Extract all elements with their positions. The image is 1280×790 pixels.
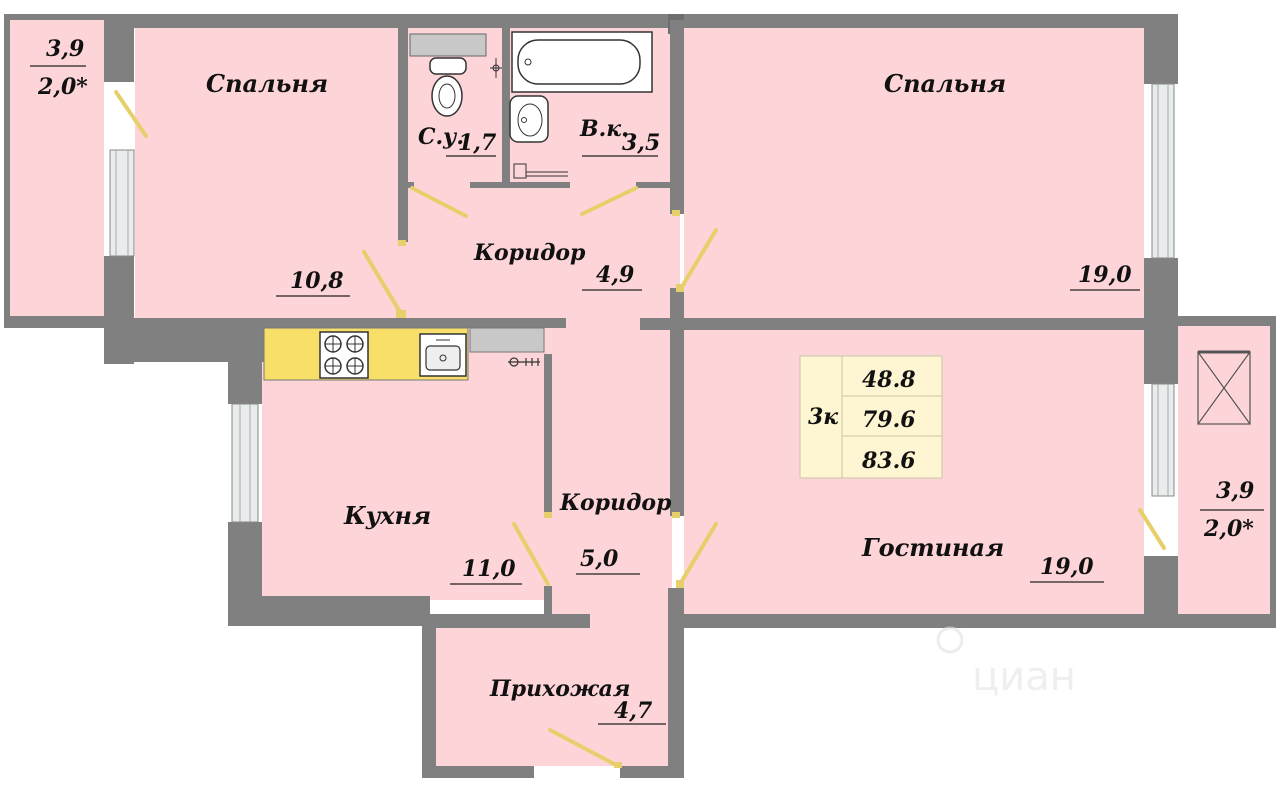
balcony-right-reduced: 2,0*: [1203, 516, 1254, 542]
wall-hallway-top: [430, 614, 590, 628]
wall-left-upper: [104, 14, 134, 82]
kitchen-counter: [263, 327, 545, 381]
door-icon: [1138, 508, 1166, 550]
bedroom-right-name: Спальня: [884, 69, 1006, 98]
window-icon: [1151, 383, 1175, 497]
living-area-value: 48.8: [862, 367, 916, 393]
kitchen-area: 11,0: [462, 556, 516, 582]
door-icon: [512, 522, 550, 586]
sanitary-fixtures: [409, 31, 653, 179]
wall-toilet-bath: [502, 28, 510, 188]
wall-kitchen-stub: [544, 586, 552, 614]
wall-bath-bottom: [636, 182, 676, 188]
corridor-top-area: 4,9: [596, 262, 634, 288]
area-summary-table: 3к 48.8 79.6 83.6: [799, 355, 943, 479]
bedroom-left-area: 10,8: [290, 268, 344, 294]
bedroom-left-name: Спальня: [206, 69, 328, 98]
hallway-fill: [436, 628, 676, 766]
window-icon: [109, 149, 135, 257]
wall-living-bottom: [684, 614, 1274, 628]
wall-top-left: [104, 14, 670, 28]
wall-toilet-bottom-left: [398, 182, 414, 188]
door-icon: [580, 186, 638, 216]
hallway-area: 4,7: [614, 698, 653, 724]
apartment-type: 3к: [808, 404, 838, 430]
shower-icon: [513, 163, 568, 179]
balcony-right-area: 3,9: [1216, 478, 1254, 504]
windows: [109, 83, 1175, 523]
total-area-value: 79.6: [862, 407, 916, 433]
walls: [4, 14, 1276, 778]
wall-toilet-left: [398, 28, 408, 242]
corridor-mid-fill: [552, 318, 672, 630]
balcony-left-top: [4, 14, 104, 20]
watermark-text: циан: [972, 654, 1076, 700]
door-icon: [678, 522, 718, 586]
wall-hallway-bottom-left: [422, 766, 534, 778]
balcony-left-bottom: [4, 316, 104, 328]
window-icon: [1151, 83, 1175, 259]
bathroom-name: В.к.: [579, 116, 629, 142]
door-icon: [678, 228, 718, 292]
wall-toilet-bottom: [470, 182, 570, 188]
toilet-icon: [429, 57, 467, 117]
pin-icon: [936, 626, 964, 654]
bedroom-left-fill: [135, 28, 400, 318]
bathroom-area: 3,5: [622, 130, 660, 156]
wall-kitchen-left-upper: [228, 328, 262, 404]
wall-corridor-right-upper: [670, 20, 684, 214]
total-with-balconies-value: 83.6: [861, 448, 916, 474]
bedroom-right-area: 19,0: [1078, 262, 1132, 288]
corridor-mid-name: Коридор: [559, 490, 672, 516]
wall-corridor-living: [670, 330, 684, 516]
wall-right-mid: [1144, 258, 1178, 384]
socket-icon: [508, 357, 540, 367]
wall-top-right: [684, 14, 1144, 28]
toilet-name: С.у.: [418, 124, 464, 150]
wall-kitchen-bottom: [228, 596, 430, 626]
wall-kitchen-partition: [544, 354, 552, 514]
balcony-fixture: [1197, 350, 1251, 425]
stove-icon: [319, 331, 369, 379]
wall-right-upper: [1144, 14, 1178, 84]
door-icon: [548, 728, 620, 768]
wall-mid-left: [134, 318, 566, 328]
washbasin-icon: [509, 95, 549, 143]
wall-hallway-bottom-right: [620, 766, 676, 778]
toilet-area: 1,7: [458, 130, 497, 156]
balcony-left-reduced: 2,0*: [37, 74, 88, 100]
corridor-top-name: Коридор: [473, 240, 586, 266]
watermark: циан: [936, 626, 1076, 700]
living-name: Гостиная: [861, 533, 1004, 562]
area-underlines: [30, 65, 1264, 725]
door-icon: [410, 186, 468, 218]
kitchen-name: Кухня: [343, 501, 431, 530]
corridor-mid-area: 5,0: [580, 546, 619, 572]
door-icon: [114, 90, 148, 138]
balcony-right-top: [1178, 316, 1276, 326]
living-area: 19,0: [1040, 554, 1094, 580]
balcony-left-side: [4, 14, 10, 328]
doors: [114, 90, 1166, 768]
wall-mid-right: [640, 318, 1144, 330]
balcony-right-fill: [1178, 326, 1272, 618]
balcony-left-area: 3,9: [46, 36, 84, 62]
hallway-name: Прихожая: [489, 676, 630, 702]
room-labels: 3,9 2,0* Спальня 10,8 С.у. 1,7 В.к. 3,5 …: [37, 36, 1254, 724]
socket-icon: [490, 58, 502, 78]
bedroom-right-fill: [684, 28, 1144, 318]
balcony-left-fill: [8, 20, 104, 318]
bathtub-icon: [511, 31, 653, 93]
wall-corridor-right-mid: [670, 288, 684, 318]
wall-right-lower: [1144, 556, 1178, 628]
wall-hallway-left: [422, 614, 436, 778]
door-icon: [362, 250, 402, 314]
wall-hallway-right: [668, 588, 684, 778]
sink-icon: [419, 333, 467, 377]
balcony-right-side: [1270, 316, 1276, 628]
door-hinges: [396, 210, 684, 768]
window-icon: [231, 403, 259, 523]
wall-kitchen-left-lower: [228, 522, 262, 602]
